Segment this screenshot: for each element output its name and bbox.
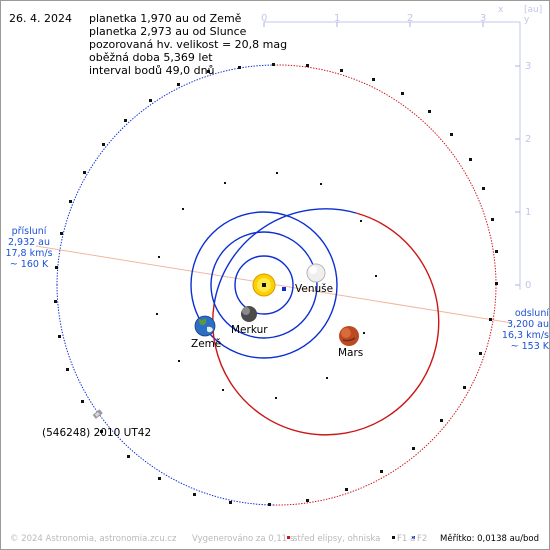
- x-tick-1: 1: [334, 13, 341, 24]
- date-label: 26. 4. 2024: [9, 12, 72, 25]
- mercury-label: Merkur: [231, 324, 268, 336]
- y-tick-3: 3: [525, 61, 532, 72]
- earth-orbit: [190, 211, 338, 359]
- perihelion-title: přísluní: [11, 226, 47, 237]
- x-tick-3: 3: [480, 13, 487, 24]
- legend-f1-swatch: [392, 536, 395, 539]
- aphelion-info: odsluní 3,200 au 16,3 km/s ~ 153 K: [497, 308, 549, 352]
- asteroid-orbit-north-2: [56, 64, 275, 286]
- mars-orbit-south: [212, 212, 440, 436]
- sun-icon: [252, 273, 276, 297]
- perihelion-distance: 2,932 au: [7, 237, 51, 248]
- mars-label: Mars: [338, 347, 364, 359]
- venus-label: Venuše: [295, 283, 334, 295]
- perihelion-speed: 17,8 km/s: [5, 248, 53, 259]
- perihelion-info: přísluní 2,932 au 17,8 km/s ~ 160 K: [2, 226, 56, 270]
- asteroid-orbit-north: [56, 284, 275, 506]
- perihelion-temp: ~ 160 K: [9, 259, 49, 270]
- distance-sun-text: planetka 2,973 au od Slunce: [89, 25, 247, 38]
- asteroid-label: (546248) 2010 UT42: [42, 427, 152, 439]
- distance-earth-text: planetka 1,970 au od Země: [89, 12, 242, 25]
- interval-text: interval bodů 49,0 dnů: [89, 64, 215, 77]
- asteroid-icon: [92, 409, 103, 419]
- aphelion-distance: 3,200 au: [506, 319, 549, 330]
- unit-label: [au]: [524, 5, 543, 15]
- x-tick-0: 0: [261, 13, 268, 24]
- ellipse-center-marker: [282, 287, 286, 291]
- y-axis-label: y: [524, 15, 530, 25]
- mars-icon: [339, 326, 359, 346]
- y-tick-2: 2: [525, 134, 532, 145]
- mars-position-dots: [156, 172, 377, 399]
- venus-icon: [306, 263, 326, 283]
- x-axis-label: x: [498, 5, 504, 15]
- legend-center-swatch: [287, 536, 290, 539]
- y-axis-ticks: [515, 65, 520, 286]
- period-text: oběžná doba 5,369 let: [89, 51, 213, 64]
- legend-f2-swatch: [412, 536, 415, 539]
- aphelion-temp: ~ 153 K: [510, 341, 549, 352]
- asteroid-orbit-south-2: [273, 281, 497, 506]
- y-tick-1: 1: [525, 207, 532, 218]
- asteroid-position-dots: [54, 63, 498, 506]
- y-tick-0: 0: [525, 280, 532, 291]
- copyright-text: © 2024 Astronomia, astronomia.zcu.cz: [10, 534, 177, 544]
- magnitude-text: pozorovaná hv. velikost = 20,8 mag: [89, 38, 288, 51]
- earth-label: Země: [191, 338, 222, 350]
- earth-icon: [194, 315, 216, 337]
- mars-orbit-north: [213, 208, 357, 306]
- generation-time: Vygenerováno za 0,11 s: [192, 534, 295, 544]
- x-axis-ticks: [263, 22, 484, 27]
- x-tick-2: 2: [407, 13, 414, 24]
- scale-text: Měřítko: 0,0138 au/bod: [440, 534, 540, 544]
- legend-f2-text: F2: [417, 534, 428, 544]
- aphelion-title: odsluní: [514, 308, 549, 319]
- legend-f1-text: F1 a: [397, 534, 416, 544]
- aphelion-speed: 16,3 km/s: [501, 330, 549, 341]
- mercury-orbit: [234, 255, 294, 315]
- mercury-icon: [241, 306, 257, 322]
- legend-center-text: střed elipsy, ohniska: [293, 534, 381, 544]
- venus-orbit: [210, 231, 318, 339]
- asteroid-orbit-south: [273, 64, 497, 283]
